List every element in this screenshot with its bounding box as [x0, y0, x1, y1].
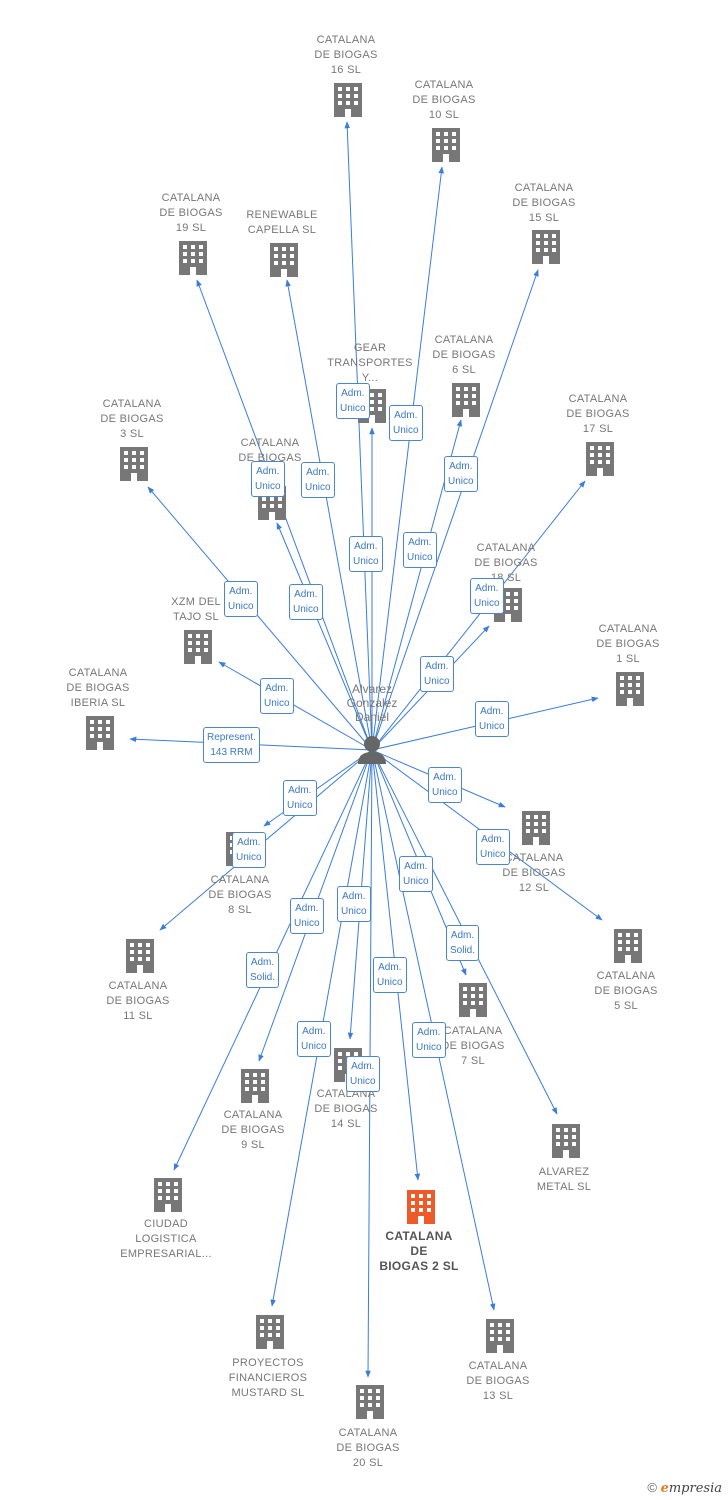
relation-badge-n18[interactable]: Adm. Unico	[420, 656, 454, 692]
building-icon[interactable]	[256, 1315, 284, 1349]
relation-badge-iberia[interactable]: Represent. 143 RRM	[203, 727, 260, 763]
relation-badge-n15[interactable]: Adm. Unico	[444, 456, 478, 492]
building-icon[interactable]	[586, 442, 614, 476]
building-icon[interactable]	[126, 939, 154, 973]
relation-badge-nX[interactable]: Adm. Unico	[289, 584, 323, 620]
edge-line-n15	[371, 269, 539, 751]
relation-badge-n8[interactable]: Adm. Unico	[283, 780, 317, 816]
edge-line-n17	[371, 480, 586, 751]
relation-badge-n9[interactable]: Adm. Unico	[290, 898, 324, 934]
relation-badge-gear[interactable]: Adm. Unico	[349, 536, 383, 572]
building-icon[interactable]	[154, 1178, 182, 1212]
building-icon[interactable]	[616, 672, 644, 706]
relation-badge-n6[interactable]: Adm. Unico	[403, 532, 437, 568]
person-icon	[358, 736, 386, 764]
relation-badge-alvmetal[interactable]: Adm. Solid.	[446, 925, 480, 961]
building-icon[interactable]	[270, 243, 298, 277]
edge-line-n16	[344, 121, 373, 751]
building-icon[interactable]	[407, 1190, 435, 1224]
edge-line-xzm	[218, 661, 373, 751]
building-icon[interactable]	[522, 811, 550, 845]
brand-logo: empresia	[660, 1481, 722, 1496]
building-icon[interactable]	[241, 1069, 269, 1103]
building-icon[interactable]	[452, 383, 480, 417]
building-icon[interactable]	[552, 1124, 580, 1158]
relation-badge-n13[interactable]: Adm. Unico	[412, 1022, 446, 1058]
edge-line-n10	[371, 166, 445, 751]
edge-line-n8	[263, 749, 373, 827]
person-node[interactable]	[358, 736, 386, 764]
building-icon[interactable]	[120, 447, 148, 481]
building-icon[interactable]	[184, 630, 212, 664]
relation-badge-n5[interactable]: Adm. Unico	[476, 829, 510, 865]
edge-line-renew	[285, 279, 373, 751]
relation-badge-n7[interactable]: Adm. Unico	[399, 856, 433, 892]
relation-badge-xzm[interactable]: Adm. Unico	[260, 678, 294, 714]
relation-badge-n17[interactable]: Adm. Unico	[470, 578, 504, 614]
relation-badge-n10[interactable]: Adm. Unico	[389, 405, 423, 441]
edge-line-n3	[147, 486, 373, 751]
building-icon[interactable]	[459, 983, 487, 1017]
relation-badge-ciudad[interactable]: Adm. Solid.	[246, 952, 280, 988]
building-icon[interactable]	[179, 241, 207, 275]
building-icon[interactable]	[86, 716, 114, 750]
relation-badge-n12[interactable]: Adm. Unico	[428, 767, 462, 803]
relation-badge-n2[interactable]: Adm. Unico	[373, 957, 407, 993]
copyright-icon: ©	[647, 1480, 657, 1495]
relation-badge-n20[interactable]: Adm. Unico	[346, 1056, 380, 1092]
relation-badge-n14[interactable]: Adm. Unico	[337, 886, 371, 922]
building-icon[interactable]	[334, 83, 362, 117]
relation-badge-n19[interactable]: Adm. Unico	[251, 461, 285, 497]
building-icon[interactable]	[532, 230, 560, 264]
building-icon[interactable]	[486, 1319, 514, 1353]
edge-line-n11	[159, 749, 373, 931]
building-icon[interactable]	[432, 128, 460, 162]
relation-badge-n1[interactable]: Adm. Unico	[475, 701, 509, 737]
relation-badge-proy[interactable]: Adm. Unico	[297, 1021, 331, 1057]
relation-badge-n16[interactable]: Adm. Unico	[336, 383, 370, 419]
footer-brand: © empresia	[647, 1480, 722, 1496]
relation-badge-n11[interactable]: Adm. Unico	[232, 832, 266, 868]
building-icon[interactable]	[614, 929, 642, 963]
edge-line-nX	[276, 522, 373, 751]
building-icon[interactable]	[356, 1385, 384, 1419]
relation-badge-renew[interactable]: Adm. Unico	[301, 462, 335, 498]
person-name: Alvarez Gonzalez Daniel	[346, 682, 398, 724]
relation-badge-n3[interactable]: Adm. Unico	[224, 581, 258, 617]
